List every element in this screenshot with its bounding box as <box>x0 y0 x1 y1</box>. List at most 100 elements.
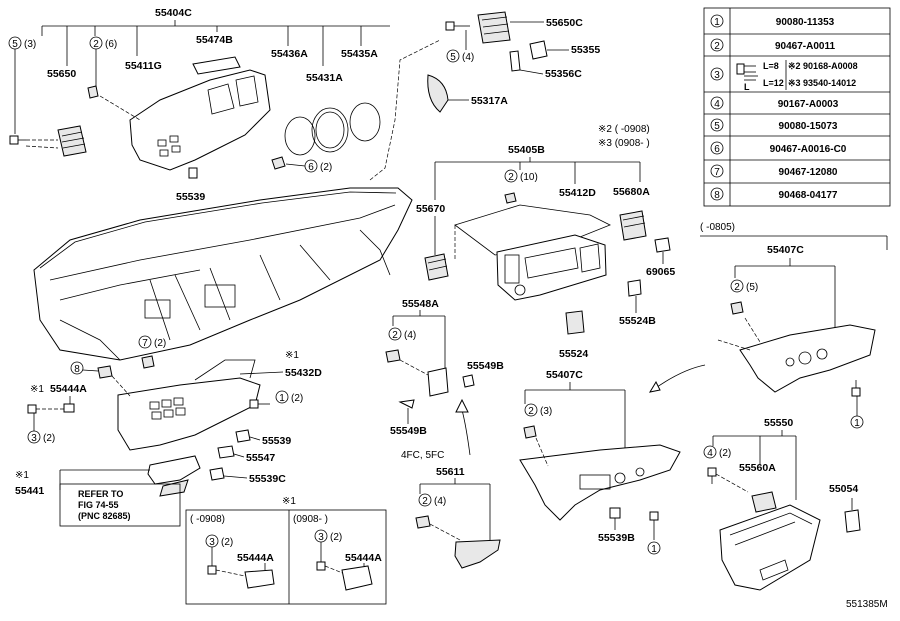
legend-key-7: 7 <box>714 167 720 178</box>
legend-table: 1 90080-11353 2 90467-A0011 3 L L=8 L=12… <box>703 7 891 207</box>
note-box-left: ( -0908) <box>190 514 225 525</box>
legend-part-1: 90080-11353 <box>776 17 835 28</box>
label-55435A: 55435A <box>341 48 378 60</box>
refer-line-3: (PNC 82685) <box>78 511 131 521</box>
label-55407C-mid: 55407C <box>546 369 583 381</box>
part-55412D <box>496 234 607 301</box>
callout-1-qty: (2) <box>291 393 303 404</box>
part-55054 <box>844 509 861 533</box>
refer-line-1: REFER TO <box>78 489 123 499</box>
label-55411G: 55411G <box>125 60 162 72</box>
label-55431A: 55431A <box>306 72 343 84</box>
label-55670: 55670 <box>416 203 445 215</box>
part-55444A-left <box>244 569 275 589</box>
callout-3b-qty: (2) <box>221 537 233 548</box>
group-glove-box: 55550 4 (2) 55560A 55054 <box>703 417 861 591</box>
part-55611 <box>454 539 501 569</box>
label-55548A: 55548A <box>402 298 439 310</box>
legend-key-3: 3 <box>714 70 720 81</box>
group-55548A: 55548A 2 (4) 55549B 55549B <box>385 298 504 456</box>
dashboard-panel <box>33 39 441 361</box>
label-55524: 55524 <box>559 348 588 360</box>
part-55407C-right <box>739 324 876 393</box>
svg-text:2: 2 <box>508 172 514 183</box>
label-55444A: 55444A <box>50 383 87 395</box>
screw-5b <box>445 21 470 31</box>
legend-part-6: 90467-A0016-C0 <box>770 144 847 155</box>
legend-key-8: 8 <box>714 190 720 201</box>
part-69065 <box>654 237 671 253</box>
svg-text:1: 1 <box>651 544 657 555</box>
svg-text:2: 2 <box>734 282 740 293</box>
screw-icon <box>736 63 758 81</box>
svg-text:6: 6 <box>308 162 314 173</box>
label-55550: 55550 <box>764 417 793 429</box>
callout-2f-qty: (4) <box>434 496 446 507</box>
clip-6 <box>271 156 286 170</box>
label-55611: 55611 <box>436 466 465 478</box>
part-55356C <box>509 50 521 72</box>
legend-part-7: 90467-12080 <box>779 167 838 178</box>
legend-l12: L=12 <box>763 78 784 88</box>
group-meter-hood: 55404C 5 (3) 2 (6) 55474B 55436A 55435A … <box>8 7 390 203</box>
label-55407C-right: 55407C <box>767 244 804 256</box>
svg-text:3: 3 <box>318 532 324 543</box>
label-55680A: 55680A <box>613 186 650 198</box>
part-55317A <box>427 74 449 113</box>
refer-box <box>59 483 181 527</box>
svg-text:5: 5 <box>12 39 18 50</box>
note-0805: ( -0805) <box>700 222 735 233</box>
legend-length-label: L <box>744 82 750 92</box>
label-55474B: 55474B <box>196 34 233 46</box>
note-star1-a: ※1 <box>285 350 299 361</box>
group-55611: 4FC, 5FC 55611 2 (4) <box>401 450 501 569</box>
screw-1-left <box>249 399 270 409</box>
screw-3-left <box>27 404 64 414</box>
callout-3-qty: (2) <box>43 433 55 444</box>
part-55436A <box>284 116 316 156</box>
screw-1-mid <box>649 511 659 540</box>
part-55650 <box>57 125 87 157</box>
group-center-cluster: ※2 ( -0908) ※3 (0908- ) 55405B 2 (10) 55… <box>416 124 675 360</box>
part-55670 <box>424 253 449 281</box>
legend-part-4: 90167-A0003 <box>778 99 839 110</box>
part-55444A-right <box>341 565 373 591</box>
label-55432D: 55432D <box>285 367 322 379</box>
svg-text:4: 4 <box>707 448 713 459</box>
part-55550-glovebox <box>719 504 821 591</box>
note-star1-c: ※1 <box>15 470 29 481</box>
legend-key-6: 6 <box>714 144 720 155</box>
label-55539: 55539 <box>176 191 205 203</box>
group-55441: ※1 55441 REFER TO FIG 74-55 (PNC 82685) <box>15 455 201 527</box>
label-55404C: 55404C <box>155 7 192 19</box>
svg-text:7: 7 <box>142 338 148 349</box>
group-side-vent: 55650C 5 (4) 55355 55356C 55317A <box>427 11 600 113</box>
arrow-up <box>461 409 471 456</box>
part-55355 <box>529 40 548 60</box>
note-star1-b: ※1 <box>30 384 44 395</box>
label-55524B: 55524B <box>619 315 656 327</box>
label-55539C: 55539C <box>249 473 286 485</box>
legend-part-8: 90468-04177 <box>779 190 838 201</box>
callout-4-qty: (2) <box>719 448 731 459</box>
svg-text:8: 8 <box>74 364 80 375</box>
part-55650C <box>477 11 511 44</box>
legend-s3: ※3 93540-14012 <box>788 78 856 88</box>
group-55432D: 7 (2) ※1 55432D 8 ※1 55444A 3 (2) <box>27 335 322 485</box>
label-55549B-b: 55549B <box>390 425 427 437</box>
part-55431A <box>311 107 349 153</box>
legend-key-4: 4 <box>714 99 720 110</box>
label-55539-b: 55539 <box>262 435 291 447</box>
label-55405B: 55405B <box>508 144 545 156</box>
svg-text:3: 3 <box>209 537 215 548</box>
svg-text:2: 2 <box>422 496 428 507</box>
label-55444A-right: 55444A <box>345 552 382 564</box>
label-55547: 55547 <box>246 452 275 464</box>
label-55650: 55650 <box>47 68 76 80</box>
refer-line-2: FIG 74-55 <box>78 500 119 510</box>
callout-2c-qty: (5) <box>746 282 758 293</box>
callout-2e-qty: (3) <box>540 406 552 417</box>
part-55474B <box>192 56 241 75</box>
part-55548A <box>427 367 449 397</box>
